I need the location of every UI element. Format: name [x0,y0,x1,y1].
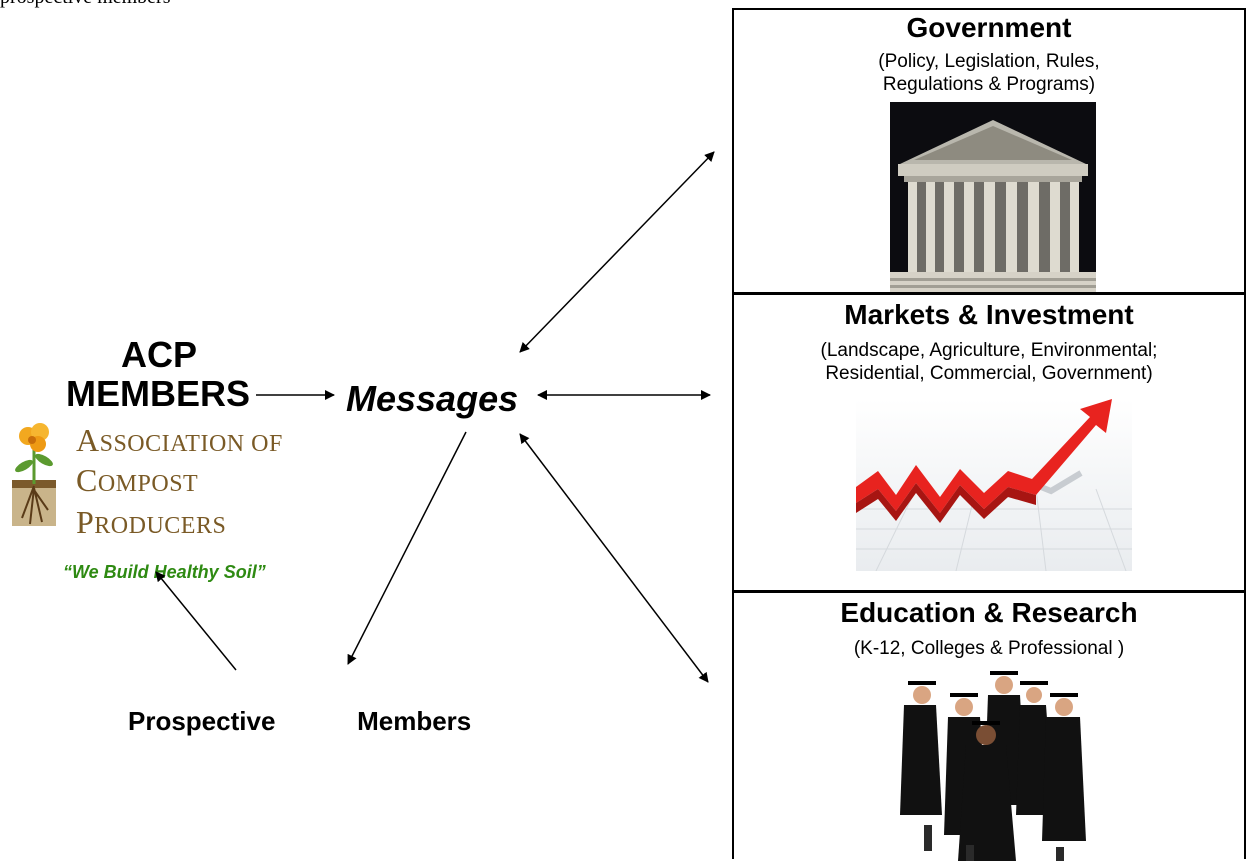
arrow-messages-education [519,433,709,683]
header-fragment-text: prospective members [0,0,171,9]
logo-line-association: ASSOCIATION OF [76,422,283,458]
rising-red-arrow-chart-icon [856,399,1132,571]
government-title: Government [906,12,1072,43]
temple-photo-icon [890,102,1096,292]
flower-logo-icon [12,423,56,526]
logo-line-producers: PRODUCERS [76,504,227,540]
government-subtitle-line1: (Policy, Legislation, Rules, [878,51,1100,72]
acp-label: ACP [121,334,198,375]
arrow-prospective-to-members [155,571,237,671]
acp-logo: ASSOCIATION OF COMPOST PRODUCERS “We Bui… [8,418,308,608]
government-subtitle-line2: Regulations & Programs) [882,74,1096,95]
education-title: Education & Research [840,597,1138,628]
graduates-photo-icon [896,665,1104,861]
prospective-members-label: Prospective Members [128,706,472,736]
markets-subtitle-line2: Residential, Commercial, Government) [825,363,1153,384]
messages-label: Messages [346,378,519,419]
arrow-messages-to-prospective [347,431,467,665]
government-panel: Government (Policy, Legislation, Rules, … [732,8,1246,294]
members-label: MEMBERS [66,373,251,414]
education-subtitle: (K-12, Colleges & Professional ) [853,638,1125,659]
markets-title: Markets & Investment [844,299,1134,330]
arrow-messages-government [519,151,715,353]
education-panel: Education & Research (K-12, Colleges & P… [732,591,1246,861]
markets-panel: Markets & Investment (Landscape, Agricul… [732,293,1246,592]
markets-subtitle-line1: (Landscape, Agriculture, Environmental; [820,340,1158,361]
logo-line-compost: COMPOST [76,462,199,498]
